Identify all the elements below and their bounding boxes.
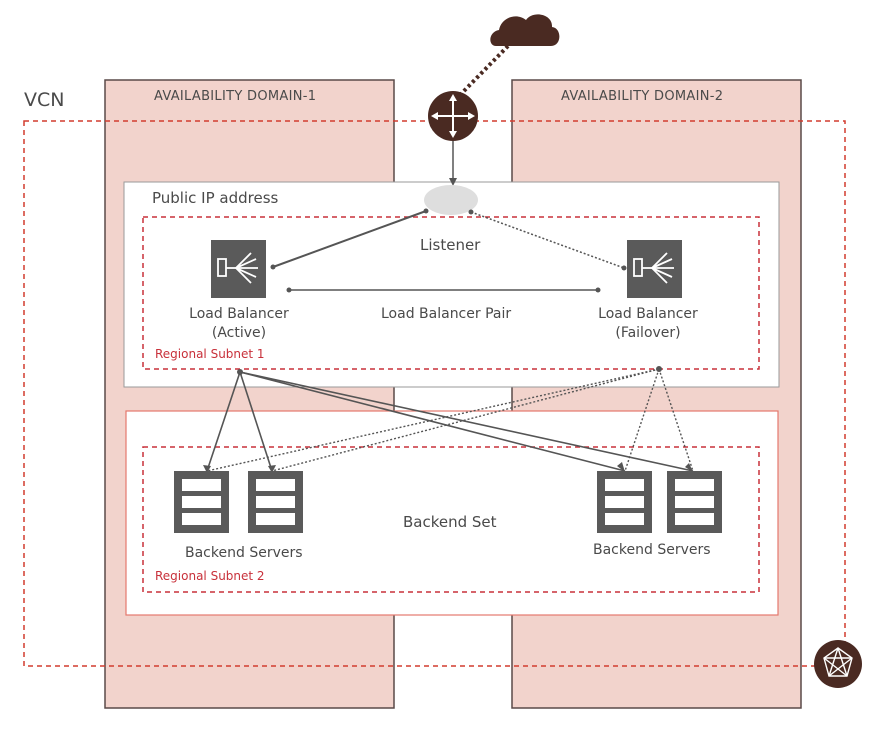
network-icon xyxy=(814,640,862,688)
internet-link xyxy=(457,44,510,98)
backend-server-icon-1 xyxy=(174,471,229,533)
router-to-public-ip-arrow xyxy=(449,178,457,186)
vcn-label: VCN xyxy=(24,89,65,111)
regional-subnet-2-boundary xyxy=(142,446,760,593)
load-balancer-failover-icon xyxy=(627,240,682,298)
router-icon xyxy=(428,91,478,141)
regional-subnet-1-boundary xyxy=(142,216,760,370)
lb-failover-label: Load Balancer (Failover) xyxy=(584,305,712,343)
backend-server-icon-4 xyxy=(667,471,722,533)
backend-set-label: Backend Set xyxy=(403,513,497,531)
vcn-boundary xyxy=(23,120,846,667)
lb-pair-label: Load Balancer Pair xyxy=(381,306,512,322)
public-ip-label: Public IP address xyxy=(152,189,279,207)
backend-servers-left-label: Backend Servers xyxy=(185,545,303,561)
failover-to-backend-links xyxy=(206,368,694,472)
lb-failover-label-line1: Load Balancer xyxy=(598,306,698,322)
lb-active-label-line1: Load Balancer xyxy=(189,306,289,322)
regional-subnet-1-label: Regional Subnet 1 xyxy=(155,347,265,361)
regional-subnet-2-label: Regional Subnet 2 xyxy=(155,569,265,583)
lb-active-label: Load Balancer (Active) xyxy=(175,305,303,343)
public-ip-ellipse xyxy=(424,185,478,215)
lb-active-label-line2: (Active) xyxy=(211,325,267,341)
listener-to-failover-link xyxy=(470,211,625,269)
backend-server-icon-3 xyxy=(597,471,652,533)
availability-domain-1-label: AVAILABILITY DOMAIN-1 xyxy=(154,89,317,104)
listener-label: Listener xyxy=(420,236,481,254)
lb-failover-label-line2: (Failover) xyxy=(615,325,681,341)
load-balancer-active-icon xyxy=(211,240,266,298)
backend-server-icon-2 xyxy=(248,471,303,533)
active-to-backend-links xyxy=(206,371,694,472)
backend-servers-right-label: Backend Servers xyxy=(593,542,711,558)
cloud-icon xyxy=(490,14,560,47)
availability-domain-2-label: AVAILABILITY DOMAIN-2 xyxy=(561,89,724,104)
listener-to-active-link xyxy=(272,210,427,268)
